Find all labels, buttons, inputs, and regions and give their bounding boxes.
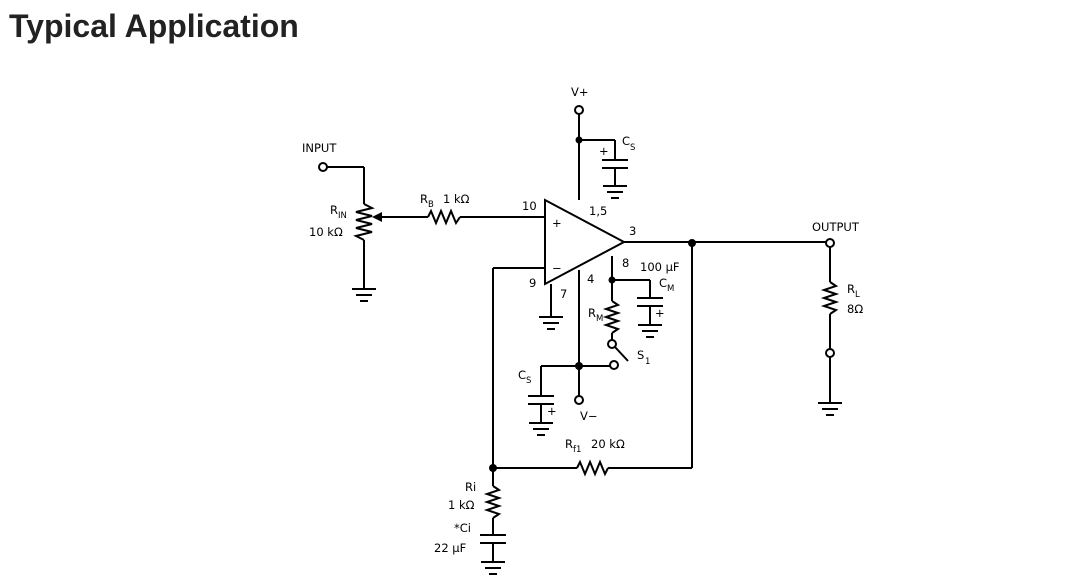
ground-cs-top (603, 185, 627, 199)
rm-sub: M (596, 314, 603, 324)
pin-10-label: 10 (522, 199, 537, 213)
rb-resistor (427, 208, 461, 226)
rb-sub: B (428, 200, 434, 210)
rf1-sub: f1 (573, 445, 581, 455)
cm-label: C (659, 276, 667, 290)
capacitor-ci (480, 534, 506, 562)
pin-4-label: 4 (587, 272, 594, 286)
rin-resistor (353, 203, 375, 241)
rl-sub: L (855, 290, 860, 300)
ground-cm (638, 324, 662, 338)
ground-rl (818, 402, 842, 416)
vplus-terminal (574, 105, 584, 115)
rin-value: 10 kΩ (309, 225, 343, 239)
vplus-supply: V+ (571, 85, 616, 200)
rl-label: R (847, 282, 855, 296)
input-label: INPUT (302, 141, 337, 155)
rm-resistor (602, 300, 622, 334)
op-amp: + − (544, 198, 627, 286)
ci-value: 22 μF (434, 541, 466, 555)
output-terminal (825, 238, 835, 248)
vplus-label: V+ (571, 85, 589, 99)
s1-terminal-lower (609, 360, 619, 370)
pin-9-label: 9 (529, 276, 536, 290)
rin-sub: IN (338, 211, 347, 221)
s1-terminal-upper (607, 339, 617, 349)
cs-bottom-plus: + (547, 404, 557, 418)
cs-bottom-label: C (518, 368, 526, 382)
ground-cs-bottom (529, 422, 553, 436)
s1-switch-blade (614, 346, 629, 362)
rin-wiper-arrow (372, 212, 382, 222)
pin-8-label: 8 (622, 256, 629, 270)
capacitor-cs-top: + C S (599, 134, 635, 186)
cm-value: 100 μF (640, 260, 680, 274)
op-amp-minus-sign: − (552, 261, 562, 275)
cs-bottom-sub: S (526, 376, 531, 386)
output-label: OUTPUT (812, 220, 860, 234)
ground-ci (481, 561, 505, 575)
page-title: Typical Application (9, 8, 299, 44)
ground-pin7 (539, 316, 563, 330)
rl-lower-terminal (825, 348, 835, 358)
s1-sub: 1 (645, 357, 650, 367)
ci-label: *Ci (454, 521, 471, 535)
rl-resistor (820, 281, 840, 315)
ground-rin (352, 288, 376, 302)
ri-value: 1 kΩ (448, 498, 475, 512)
rin-label: R (330, 203, 338, 217)
cs-top-label: C (622, 134, 630, 148)
rl-value: 8Ω (847, 302, 863, 316)
rf1-value: 20 kΩ (591, 437, 625, 451)
capacitor-cm: + (637, 297, 665, 324)
op-amp-plus-sign: + (552, 216, 562, 230)
rb-label: R (420, 192, 428, 206)
ri-label: Ri (465, 480, 476, 494)
cs-top-plus: + (599, 144, 609, 158)
pin-3-label: 3 (629, 224, 636, 238)
cm-sub: M (667, 284, 674, 294)
cs-top-sub: S (630, 143, 635, 153)
pin-1-5-label: 1,5 (589, 204, 607, 218)
pin-7-label: 7 (560, 287, 567, 301)
ri-resistor (483, 485, 503, 519)
vminus-terminal (574, 395, 584, 405)
capacitor-cs-bottom: + (528, 395, 557, 422)
vminus-label: V− (580, 409, 598, 423)
input-terminal (318, 162, 328, 172)
rm-label: R (588, 306, 596, 320)
s1-label: S (637, 348, 644, 362)
rf1-label: R (565, 437, 573, 451)
cm-plus: + (655, 306, 665, 320)
rf1-resistor (576, 459, 609, 477)
rb-value: 1 kΩ (443, 192, 470, 206)
